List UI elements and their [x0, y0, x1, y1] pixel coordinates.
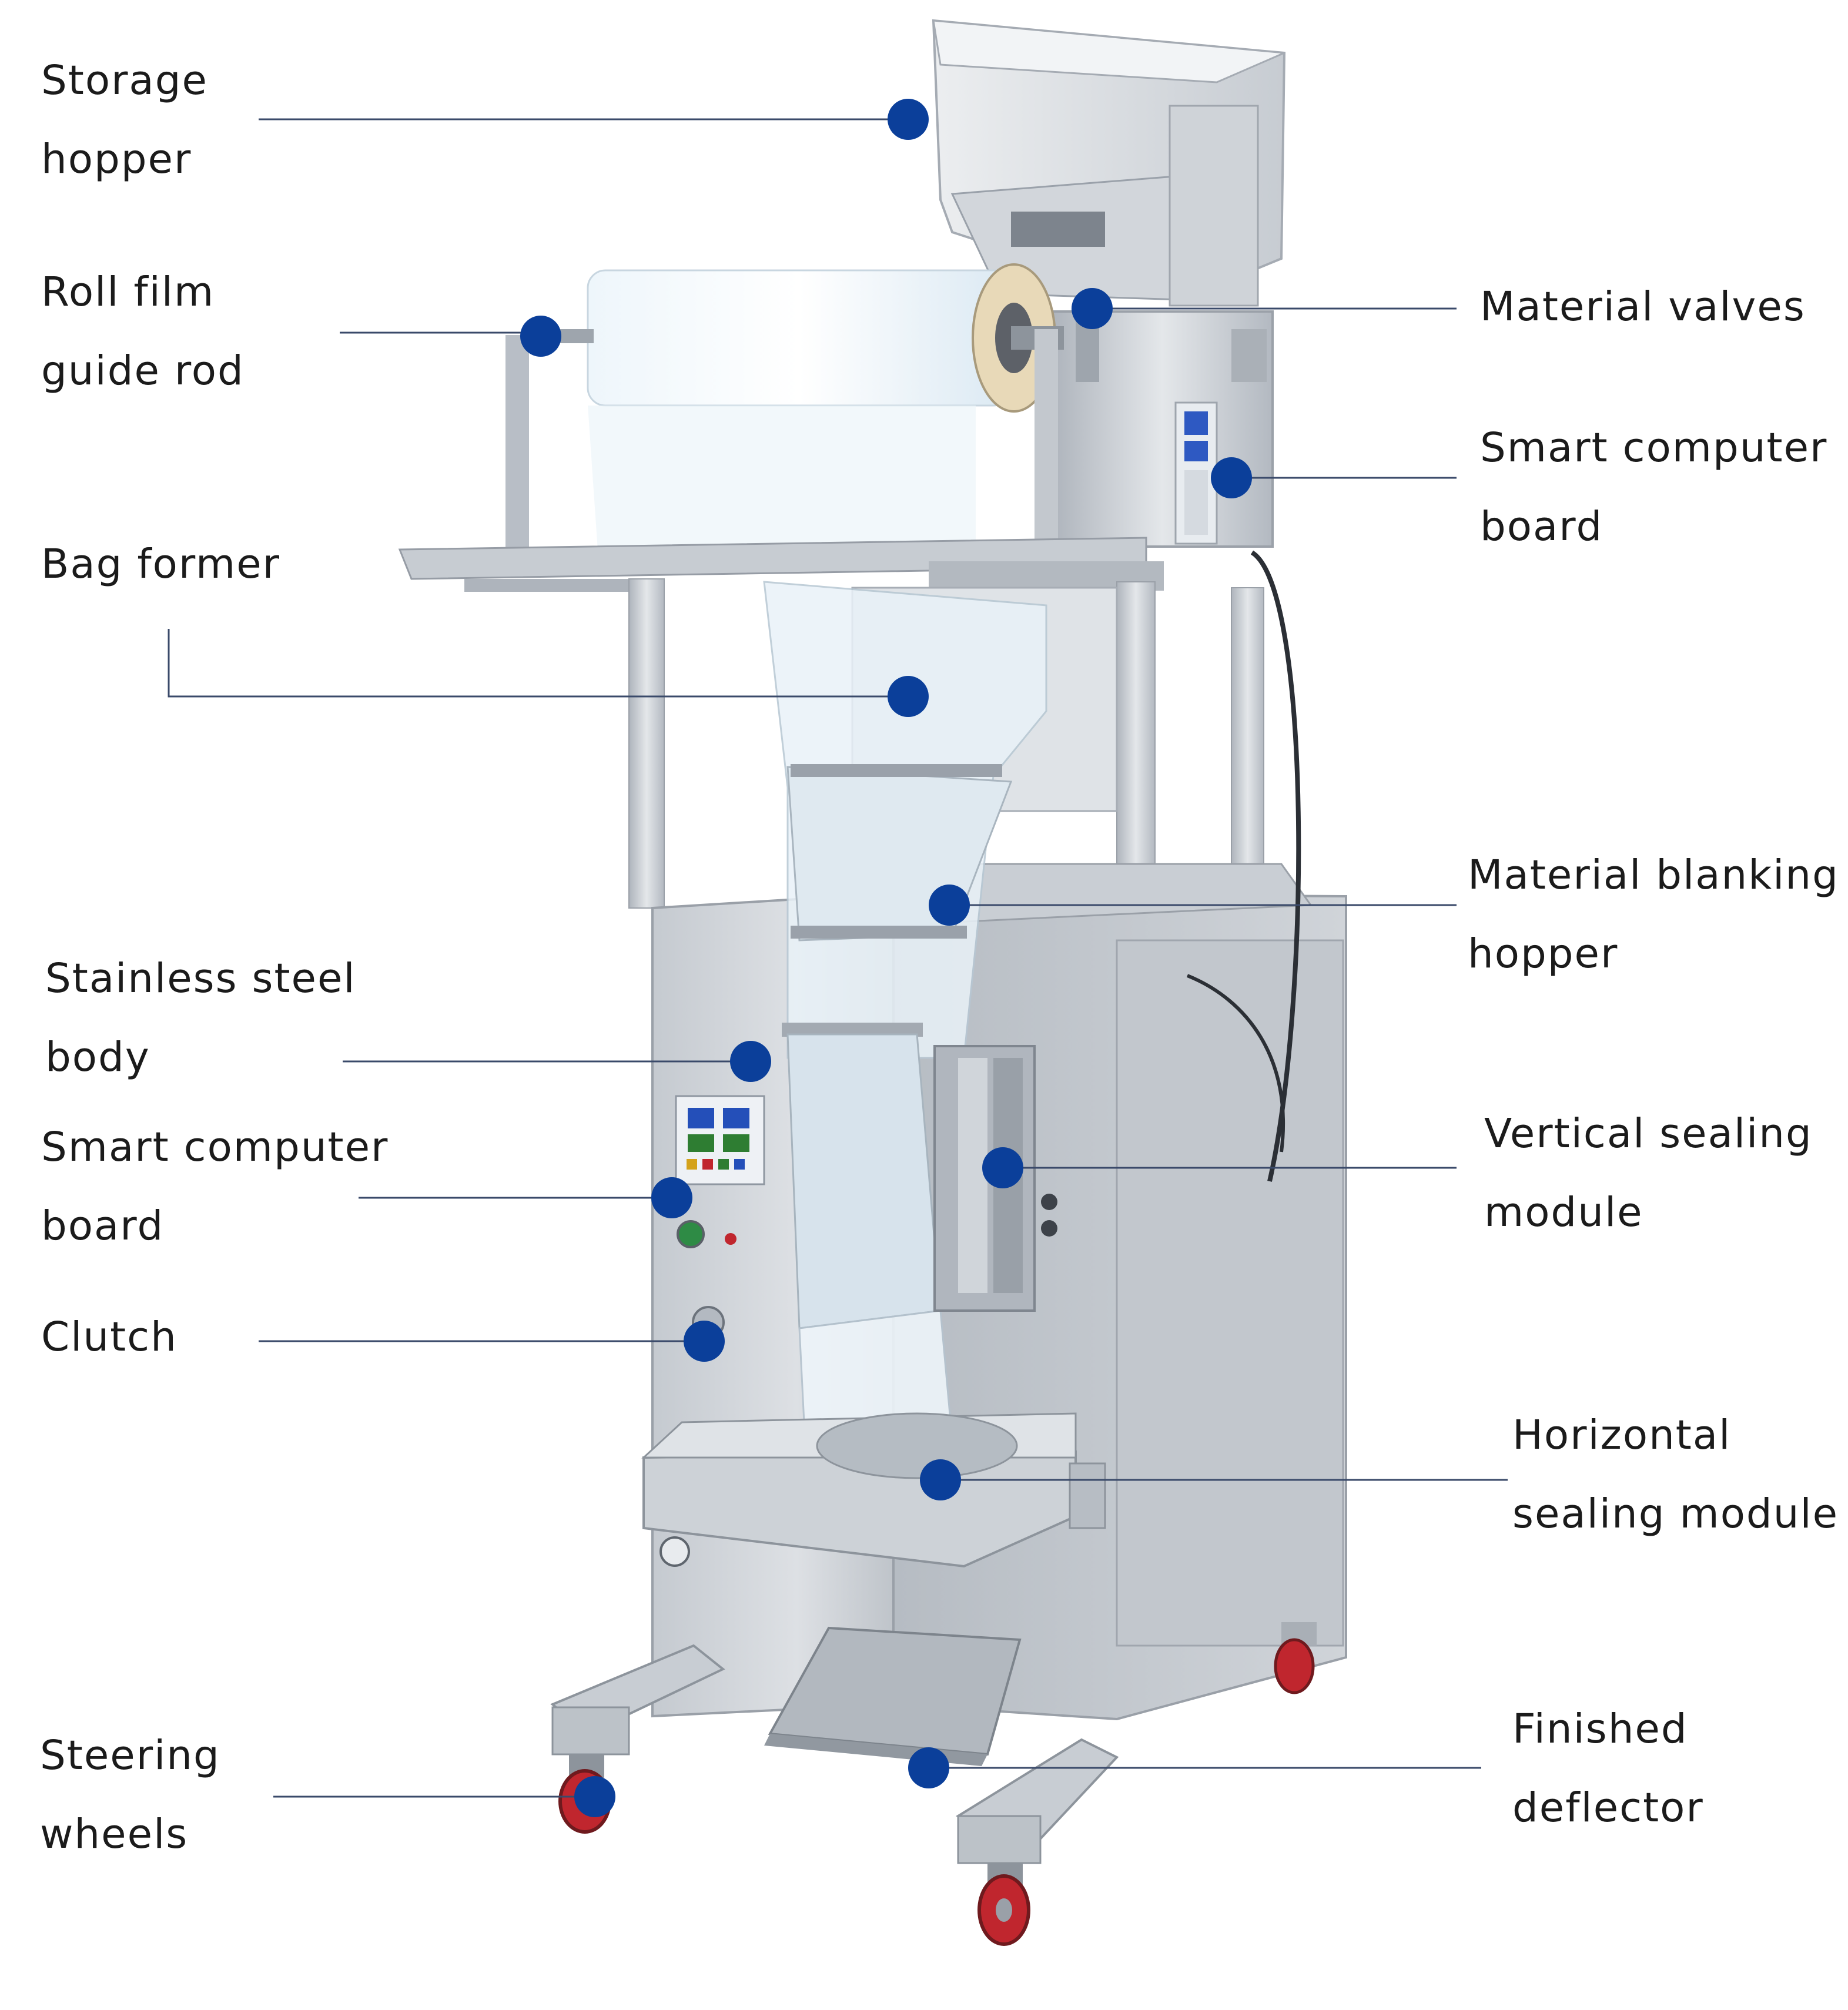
label-roll-film-guide-rod: Roll film guide rod: [41, 253, 245, 410]
label-line: Roll film: [41, 269, 215, 316]
label-line: Material blanking: [1468, 852, 1839, 899]
label-line: board: [1480, 503, 1603, 550]
markers: [520, 99, 1252, 1817]
label-line: Clutch: [41, 1314, 178, 1361]
label-storage-hopper: Storage hopper: [41, 41, 208, 199]
marker-storage-hopper: [888, 99, 929, 140]
label-line: Storage: [41, 57, 208, 104]
label-finished-deflector: Finished deflector: [1512, 1690, 1704, 1847]
label-line: module: [1484, 1189, 1643, 1236]
label-line: deflector: [1512, 1784, 1704, 1831]
label-line: guide rod: [41, 347, 245, 394]
leader-bag-former: [168, 629, 908, 698]
label-material-valves: Material valves: [1480, 267, 1806, 346]
marker-vertical-sealing-module: [982, 1147, 1023, 1188]
label-smart-computer-board-right: Smart computer board: [1480, 408, 1827, 566]
label-material-blanking-hopper: Material blanking hopper: [1468, 836, 1839, 993]
label-line: wheels: [40, 1811, 189, 1858]
material-valves-housing: [1051, 310, 1274, 548]
label-smart-computer-board-left: Smart computer board: [41, 1108, 389, 1265]
marker-horizontal-sealing-module: [920, 1459, 961, 1500]
label-horizontal-sealing-module: Horizontal sealing module: [1512, 1396, 1839, 1553]
marker-material-blanking-hopper: [929, 885, 970, 926]
label-line: Bag former: [41, 541, 281, 588]
label-line: body: [45, 1034, 150, 1081]
leader-lines: [168, 118, 1508, 1798]
label-line: Horizontal: [1512, 1412, 1732, 1459]
marker-smart-computer-board-right: [1211, 457, 1252, 498]
label-line: Stainless steel: [45, 955, 356, 1002]
label-line: hopper: [1468, 930, 1619, 977]
label-steering-wheels: Steering wheels: [40, 1716, 220, 1874]
label-clutch: Clutch: [41, 1298, 178, 1376]
signal-cable: [1186, 974, 1285, 1153]
marker-clutch: [684, 1321, 725, 1362]
label-vertical-sealing-module: Vertical sealing module: [1484, 1094, 1813, 1252]
marker-material-valves: [1072, 288, 1113, 329]
marker-roll-film-guide-rod: [520, 316, 561, 357]
marker-finished-deflector: [908, 1747, 949, 1788]
roll-film-frame: [398, 329, 1164, 592]
marker-smart-computer-board-left: [651, 1177, 692, 1218]
label-line: board: [41, 1202, 165, 1249]
storage-hopper: [932, 19, 1286, 307]
label-line: sealing module: [1512, 1490, 1839, 1537]
marker-bag-former: [888, 676, 929, 717]
label-line: Smart computer: [41, 1124, 389, 1171]
label-bag-former: Bag former: [41, 525, 280, 604]
marker-stainless-steel-body: [730, 1041, 771, 1082]
label-line: hopper: [41, 136, 192, 183]
label-line: Material valves: [1480, 283, 1806, 330]
bag-former: [763, 581, 1047, 1447]
front-control-panel: [675, 1095, 765, 1339]
label-stainless-steel-body: Stainless steel body: [45, 939, 356, 1097]
label-line: Vertical sealing: [1484, 1110, 1813, 1157]
label-line: Finished: [1512, 1706, 1688, 1753]
label-line: Smart computer: [1480, 424, 1828, 471]
marker-steering-wheels: [574, 1776, 615, 1817]
power-cable: [1250, 550, 1301, 1182]
film-roll: [529, 263, 1064, 576]
label-line: Steering: [40, 1732, 220, 1779]
